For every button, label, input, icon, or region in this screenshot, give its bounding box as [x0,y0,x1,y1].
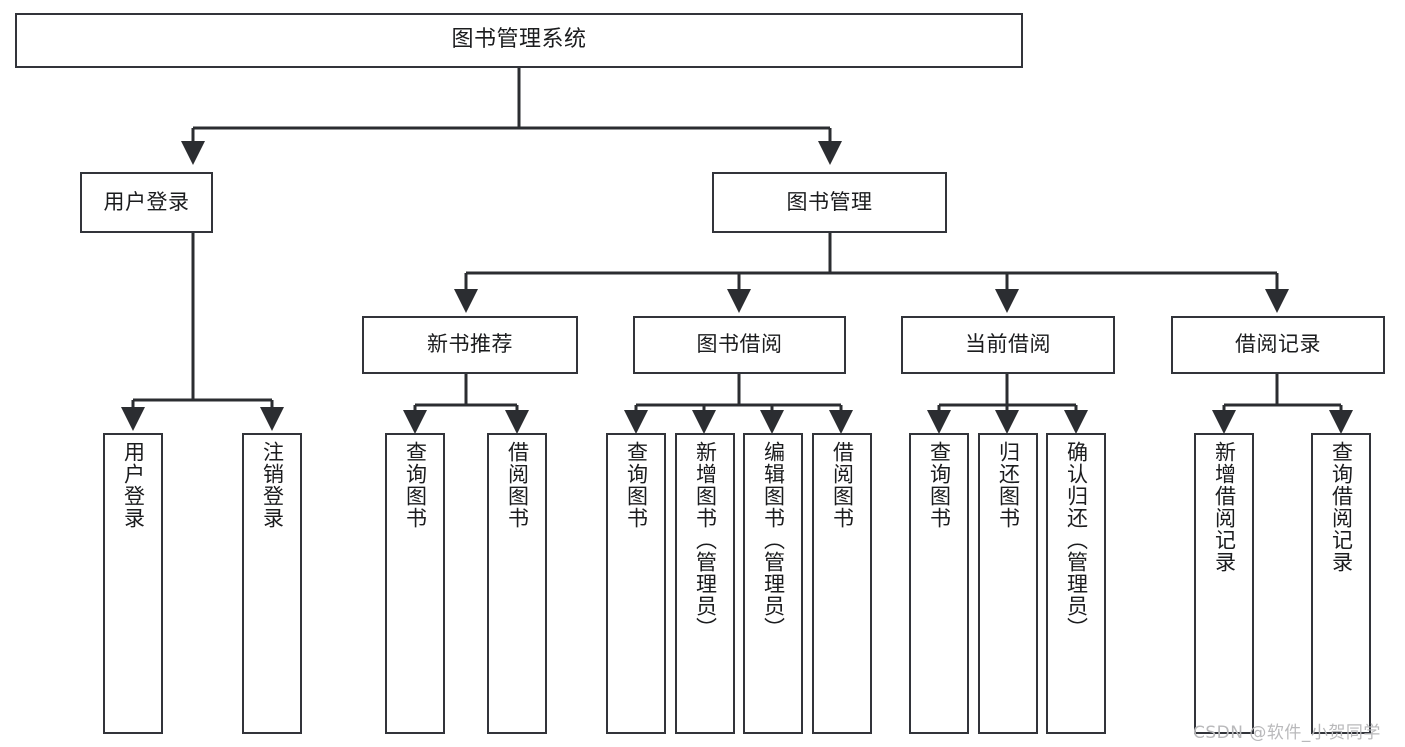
node-leaf-confirm-return[interactable]: 确认归还（管理员） [1046,433,1106,734]
node-root-book-management-system[interactable]: 图书管理系统 [15,13,1023,68]
node-label: 查询借阅记录 [1329,441,1354,573]
node-leaf-return-book[interactable]: 归还图书 [978,433,1038,734]
node-label: 当前借阅 [965,332,1051,357]
node-label: 注销登录 [260,441,285,529]
node-leaf-add-book[interactable]: 新增图书（管理员） [675,433,735,734]
node-label: 确认归还（管理员） [1064,441,1089,639]
node-label: 借阅记录 [1235,332,1321,357]
node-user-login[interactable]: 用户登录 [80,172,213,233]
node-leaf-query-book-2[interactable]: 查询图书 [606,433,666,734]
node-label: 新增图书（管理员） [693,441,718,639]
node-leaf-query-book-3[interactable]: 查询图书 [909,433,969,734]
node-label: 查询图书 [624,441,649,529]
node-label: 借阅图书 [830,441,855,529]
watermark-text: CSDN @软件_小贺同学 [1193,723,1381,743]
node-label: 归还图书 [996,441,1021,529]
node-label: 图书管理系统 [451,27,587,53]
node-current-borrow[interactable]: 当前借阅 [901,316,1115,374]
node-book-management[interactable]: 图书管理 [712,172,947,233]
node-label: 新书推荐 [427,332,513,357]
node-leaf-edit-book[interactable]: 编辑图书（管理员） [743,433,803,734]
node-leaf-borrow-book-2[interactable]: 借阅图书 [812,433,872,734]
node-leaf-query-record[interactable]: 查询借阅记录 [1311,433,1371,734]
node-label: 新增借阅记录 [1212,441,1237,573]
node-borrow-record[interactable]: 借阅记录 [1171,316,1385,374]
node-leaf-add-record[interactable]: 新增借阅记录 [1194,433,1254,734]
node-leaf-logout-login[interactable]: 注销登录 [242,433,302,734]
node-leaf-query-book-1[interactable]: 查询图书 [385,433,445,734]
node-leaf-user-login[interactable]: 用户登录 [103,433,163,734]
node-label: 用户登录 [103,189,190,214]
node-label: 用户登录 [121,441,146,529]
node-label: 图书借阅 [696,332,783,357]
node-leaf-borrow-book-1[interactable]: 借阅图书 [487,433,547,734]
node-label: 图书管理 [786,189,873,214]
node-label: 查询图书 [403,441,428,529]
node-label: 编辑图书（管理员） [761,441,786,639]
node-book-borrow[interactable]: 图书借阅 [633,316,846,374]
node-new-book-recommend[interactable]: 新书推荐 [362,316,578,374]
node-label: 查询图书 [927,441,952,529]
node-label: 借阅图书 [505,441,530,529]
